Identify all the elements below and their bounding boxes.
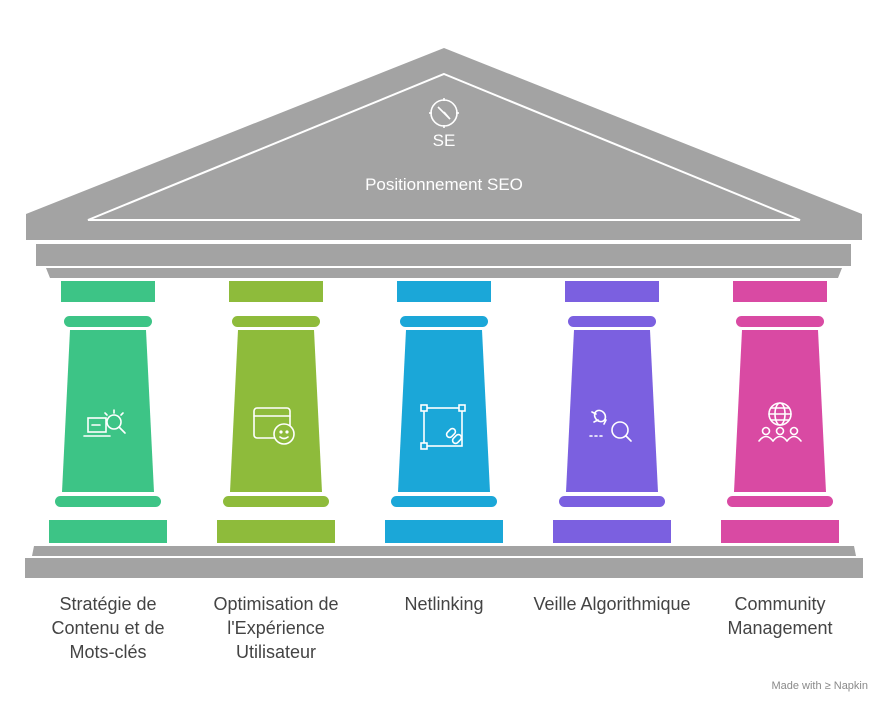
pillar-shaft [230, 330, 322, 492]
pillar-base-ring [391, 496, 497, 507]
entablature-top [36, 244, 851, 266]
pillar-plinth [721, 520, 839, 543]
pillar-shaft [62, 330, 154, 492]
pillar-plinth [49, 520, 167, 543]
pillar-plinth [217, 520, 335, 543]
pillar-shaft [566, 330, 658, 492]
pillar-plinth [553, 520, 671, 543]
pillar-plinth [385, 520, 503, 543]
pillar-capital [397, 281, 491, 302]
compass-icon [429, 98, 459, 128]
pillar-base-ring [559, 496, 665, 507]
pillar-capital [61, 281, 155, 302]
pillar-capital-ring [400, 316, 488, 327]
pillar-capital-ring [64, 316, 152, 327]
pillar-3 [385, 281, 503, 543]
pillar-label-1: Stratégie de Contenu et de Mots-clés [51, 594, 165, 662]
roof-title: Positionnement SEO [365, 175, 523, 194]
pillar-shaft [734, 330, 826, 492]
pillar-5 [721, 281, 839, 543]
pillar-base-ring [55, 496, 161, 507]
bug-search-icon [589, 409, 632, 442]
pillar-base-ring [223, 496, 329, 507]
pillar-base-ring [727, 496, 833, 507]
globe-people-icon [758, 402, 802, 442]
link-nodes-icon [420, 404, 466, 450]
napkin-logo-icon: ≥ [824, 680, 831, 692]
pillar-capital [733, 281, 827, 302]
credit-prefix: Made with [771, 680, 822, 692]
pillar-label-5: Community Management [727, 594, 833, 638]
pillar-capital [565, 281, 659, 302]
pillar-label-2: Optimisation de l'Expérience Utilisateur [213, 594, 339, 662]
base-step-top [32, 546, 856, 556]
pillar-capital-ring [232, 316, 320, 327]
credit-brand: Napkin [833, 680, 868, 692]
pillar-2 [217, 281, 335, 543]
roof-pediment [26, 48, 862, 240]
pillar-capital [229, 281, 323, 302]
entablature-bottom [46, 268, 842, 278]
base-step-bottom [25, 558, 863, 578]
pillar-capital-ring [736, 316, 824, 327]
pillar-4 [553, 281, 671, 543]
pillar-shaft [398, 330, 490, 492]
roof-inner-outline [87, 72, 801, 221]
pillar-label-3: Netlinking [404, 594, 484, 614]
roof-abbreviation: SE [433, 131, 456, 150]
pillar-capital-ring [568, 316, 656, 327]
pillar-label-4: Veille Algorithmique [533, 594, 691, 614]
napkin-credit: Made with ≥ Napkin [771, 680, 868, 692]
laptop-search-icon [83, 409, 126, 437]
pillar-1 [49, 281, 167, 543]
browser-face-icon [253, 407, 295, 445]
